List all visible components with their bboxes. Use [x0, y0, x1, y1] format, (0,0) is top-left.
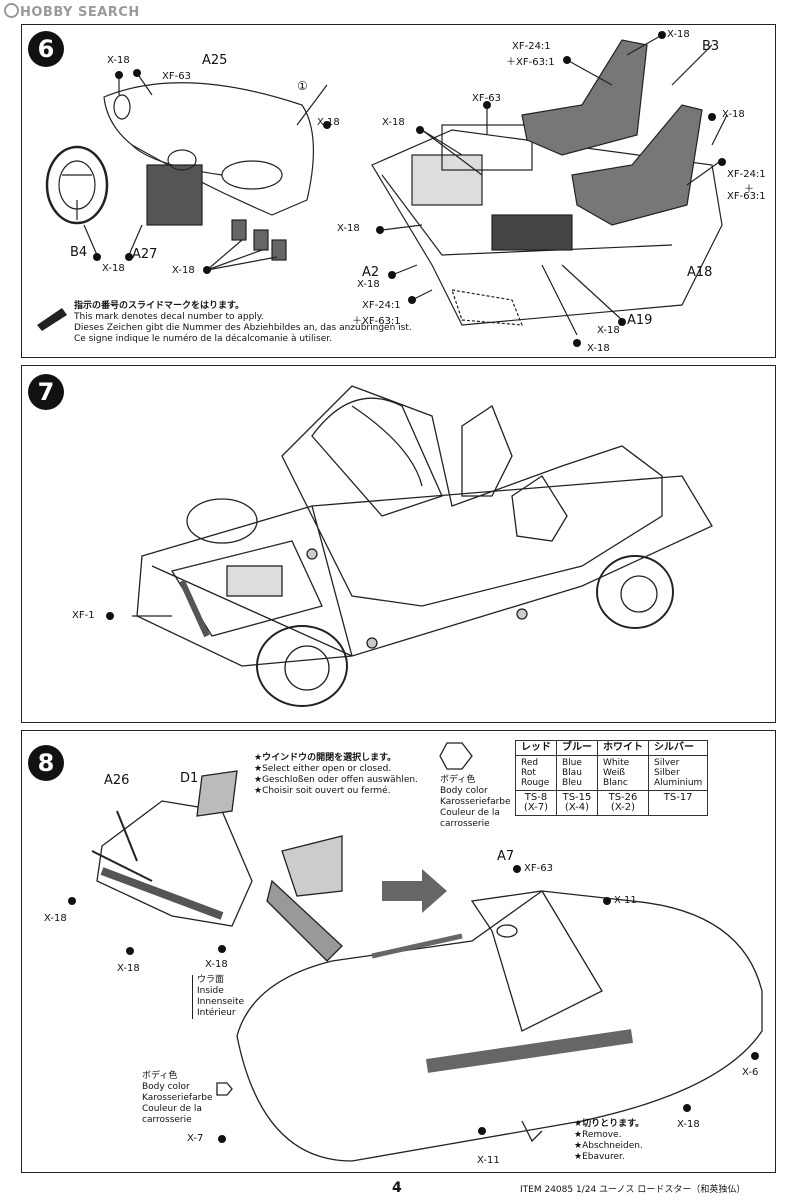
part-label-a19: A19	[627, 313, 653, 328]
table-header: ブルー	[556, 740, 598, 756]
decal-number: ①	[297, 79, 308, 93]
paint-label: X-18	[337, 223, 360, 234]
item-line: ITEM 24085 1/24 ユーノス ロードスター（和英独仏）	[520, 1185, 746, 1195]
table-header: シルバー	[647, 740, 709, 756]
table-cell: TS-15(X-4)	[556, 790, 598, 816]
remove-note: ★切りとります。 ★Remove. ★Abschneiden. ★Ebavure…	[574, 1119, 645, 1162]
part-label-b4: B4	[70, 245, 88, 260]
part-label-a18: A18	[687, 265, 713, 280]
paint-label: X-18	[357, 279, 380, 290]
table-row: レッド ブルー ホワイト シルバー	[515, 740, 709, 756]
paint-label: X-18	[677, 1119, 700, 1130]
logo-ring-icon	[4, 3, 19, 18]
paint-label: XF-1	[72, 610, 95, 621]
paint-label: X-18	[587, 343, 610, 354]
paint-label: XF-63	[524, 863, 553, 874]
paint-label: ＋XF-63:1	[506, 57, 555, 68]
window-note: ★ウインドウの開閉を選択します。 ★Select either open or …	[254, 753, 418, 796]
step-7-illustration	[106, 385, 713, 707]
paint-label: XF-63:1	[727, 191, 766, 202]
body-color-note: ボディ色 Body color Karosseriefarbe Couleur …	[142, 1071, 213, 1125]
paint-label: X-7	[187, 1133, 204, 1144]
body-color-note: ボディ色 Body color Karosseriefarbe Couleur …	[440, 775, 511, 829]
table-header: レッド	[515, 740, 557, 756]
paint-label: X-18	[667, 29, 690, 40]
paint-label: X-18	[597, 325, 620, 336]
table-row: TS-8(X-7) TS-15(X-4) TS-26(X-2) TS-17	[515, 790, 709, 816]
table-cell: TS-8(X-7)	[515, 790, 557, 816]
step-number: 7	[28, 374, 64, 410]
paint-label: XF-24:1	[727, 169, 766, 180]
watermark-logo: HOBBY SEARCH	[4, 3, 140, 20]
paint-label: X-6	[742, 1067, 759, 1078]
paint-label: X-18	[382, 117, 405, 128]
part-label-a2: A2	[362, 265, 380, 280]
table-cell: TS-17	[647, 790, 709, 816]
table-header: ホワイト	[597, 740, 649, 756]
inside-note: ウラ面 Inside Innenseite Intérieur	[192, 975, 244, 1019]
paint-label: X-18	[205, 959, 228, 970]
paint-label: XF-63	[162, 71, 191, 82]
paint-label: XF-24:1	[512, 41, 551, 52]
table-cell: TS-26(X-2)	[597, 790, 649, 816]
step-8-illustration	[68, 742, 763, 1162]
part-label-a27: A27	[132, 247, 158, 262]
paint-label: X-18	[44, 913, 67, 924]
paint-label: X-11	[477, 1155, 500, 1166]
step-6-illustration	[37, 31, 728, 347]
paint-label: X-11	[614, 895, 637, 906]
part-label-a25: A25	[202, 53, 228, 68]
paint-label: ＋XF-63:1	[352, 316, 401, 327]
paint-label: XF-24:1	[362, 300, 401, 311]
paint-label: ＋	[744, 184, 754, 195]
decal-note: 指示の番号のスライドマークをはります。 This mark denotes de…	[74, 301, 412, 344]
paint-label: X-18	[722, 109, 745, 120]
part-label-a26: A26	[104, 773, 130, 788]
step-number: 6	[28, 31, 64, 67]
paint-label: X-18	[317, 117, 340, 128]
paint-label: X-18	[117, 963, 140, 974]
part-label-a7: A7	[497, 849, 515, 864]
step-number: 8	[28, 745, 64, 781]
paint-label: XF-63	[472, 93, 501, 104]
step-6-panel: 6	[21, 24, 776, 358]
step-7-panel: 7	[21, 365, 776, 723]
paint-label: X-18	[102, 263, 125, 274]
part-label-d1: D1	[180, 771, 199, 786]
page-number: 4	[392, 1180, 402, 1196]
part-label-b3: B3	[702, 39, 720, 54]
paint-label: X-18	[107, 55, 130, 66]
paint-label: X-18	[172, 265, 195, 276]
